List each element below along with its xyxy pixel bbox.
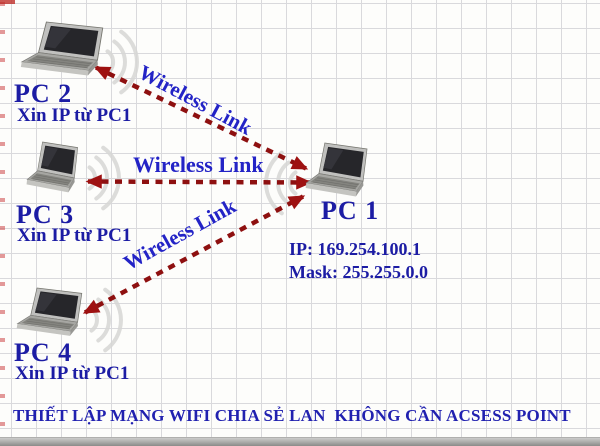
pc1-label: PC 1 <box>321 196 380 225</box>
top-left-red-dash <box>0 0 15 4</box>
pc1-subnet-mask: Mask: 255.255.0.0 <box>289 262 428 282</box>
wireless-link-arrow-pc4-pc1 <box>82 194 306 315</box>
pc3-label: PC 3 <box>16 200 75 229</box>
pc2-label: PC 2 <box>14 79 73 108</box>
laptop-icon-pc4 <box>16 287 83 337</box>
pc1-ip-address: IP: 169.254.100.1 <box>289 239 421 259</box>
laptop-icon-pc3 <box>26 141 79 193</box>
wireless-link-arrow-pc3-pc1 <box>85 174 313 190</box>
diagram-caption: THIẾT LẬP MẠNG WIFI CHIA SẺ LAN KHÔNG CẦ… <box>13 406 571 425</box>
laptop-icon-pc1 <box>305 142 368 197</box>
pc3-note: Xin IP từ PC1 <box>17 225 132 246</box>
left-edge-red-dashes <box>0 2 5 436</box>
pc4-note: Xin IP từ PC1 <box>15 363 130 384</box>
laptop-icon-pc2 <box>20 21 104 76</box>
bottom-gray-band <box>0 437 600 446</box>
wireless-link-label-pc3: Wireless Link <box>133 152 264 177</box>
pc4-label: PC 4 <box>14 338 73 367</box>
pc2-note: Xin IP từ PC1 <box>17 105 132 126</box>
wireless-link-arrow-pc2-pc1 <box>93 65 309 171</box>
